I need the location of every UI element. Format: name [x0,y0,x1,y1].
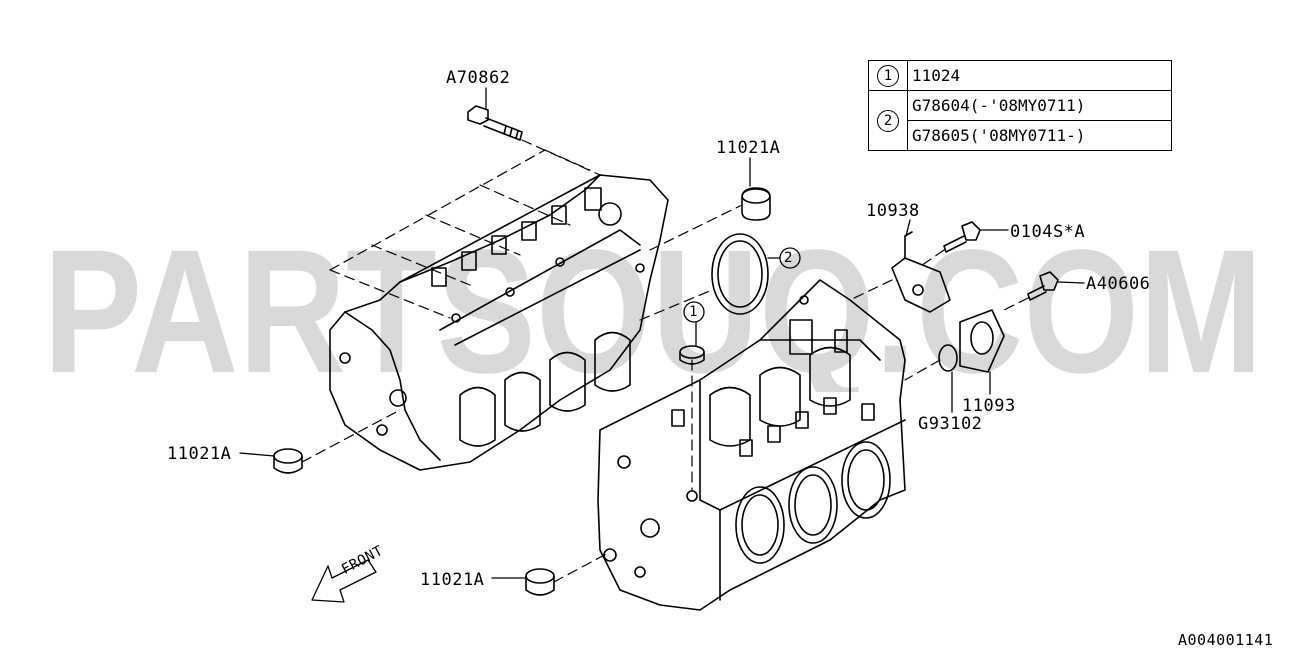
oring-g93102 [938,344,958,372]
legend-table: 1 11024 2 G78604(-'08MY0711) G78605('08M… [868,60,1172,151]
callout-circle-2 [779,247,801,269]
watermark-graphic: PARTSOUQ.COM [43,232,1263,392]
oil-seal [711,233,769,315]
bolt-a70862 [467,105,523,141]
right-block-half [597,279,906,611]
leader-lines [239,87,1085,579]
watermark: PARTSOUQ.COM [40,232,1266,392]
legend-row-2: 2 G78604(-'08MY0711) [868,90,1172,151]
legend-part: G78605('08MY0711-) [907,120,1172,151]
bracket-10938 [891,231,951,313]
legend-ref-2: 2 [877,109,899,132]
label-ref-2: 2 [784,250,793,266]
label-oring: G93102 [918,414,983,434]
label-plug-top: 11021A [716,138,781,158]
legend-ref-1: 1 [877,64,899,87]
legend-part: 11024 [907,60,1172,91]
left-block-half [329,174,669,471]
label-bolt-right: A40606 [1086,274,1151,294]
callout-circle-1 [683,301,705,323]
legend-row-1: 1 11024 [868,60,1172,91]
label-bolt-bracket: 0104S*A [1010,222,1086,242]
front-arrow-icon [311,559,377,603]
bolt-0104s [943,221,981,253]
label-bolt-top: A70862 [446,68,511,88]
assembly-dashes [301,139,1029,583]
label-gasket: 11093 [962,396,1016,416]
gasket-11093 [959,309,1005,373]
label-ref-1: 1 [689,304,698,320]
legend-part: G78604(-'08MY0711) [907,90,1172,121]
plug-bottom [525,568,555,596]
plug-top [741,187,771,221]
watermark-text: PARTSOUQ.COM [43,232,1263,392]
diagram-code: A004001141 [1178,631,1274,649]
legend-row-2b: G78605('08MY0711-) [869,120,1172,151]
bolt-a40606 [1027,271,1059,301]
plug-left [273,448,303,474]
label-plug-left: 11021A [167,444,232,464]
label-bracket: 10938 [866,201,920,221]
label-plug-bottom: 11021A [420,570,485,590]
